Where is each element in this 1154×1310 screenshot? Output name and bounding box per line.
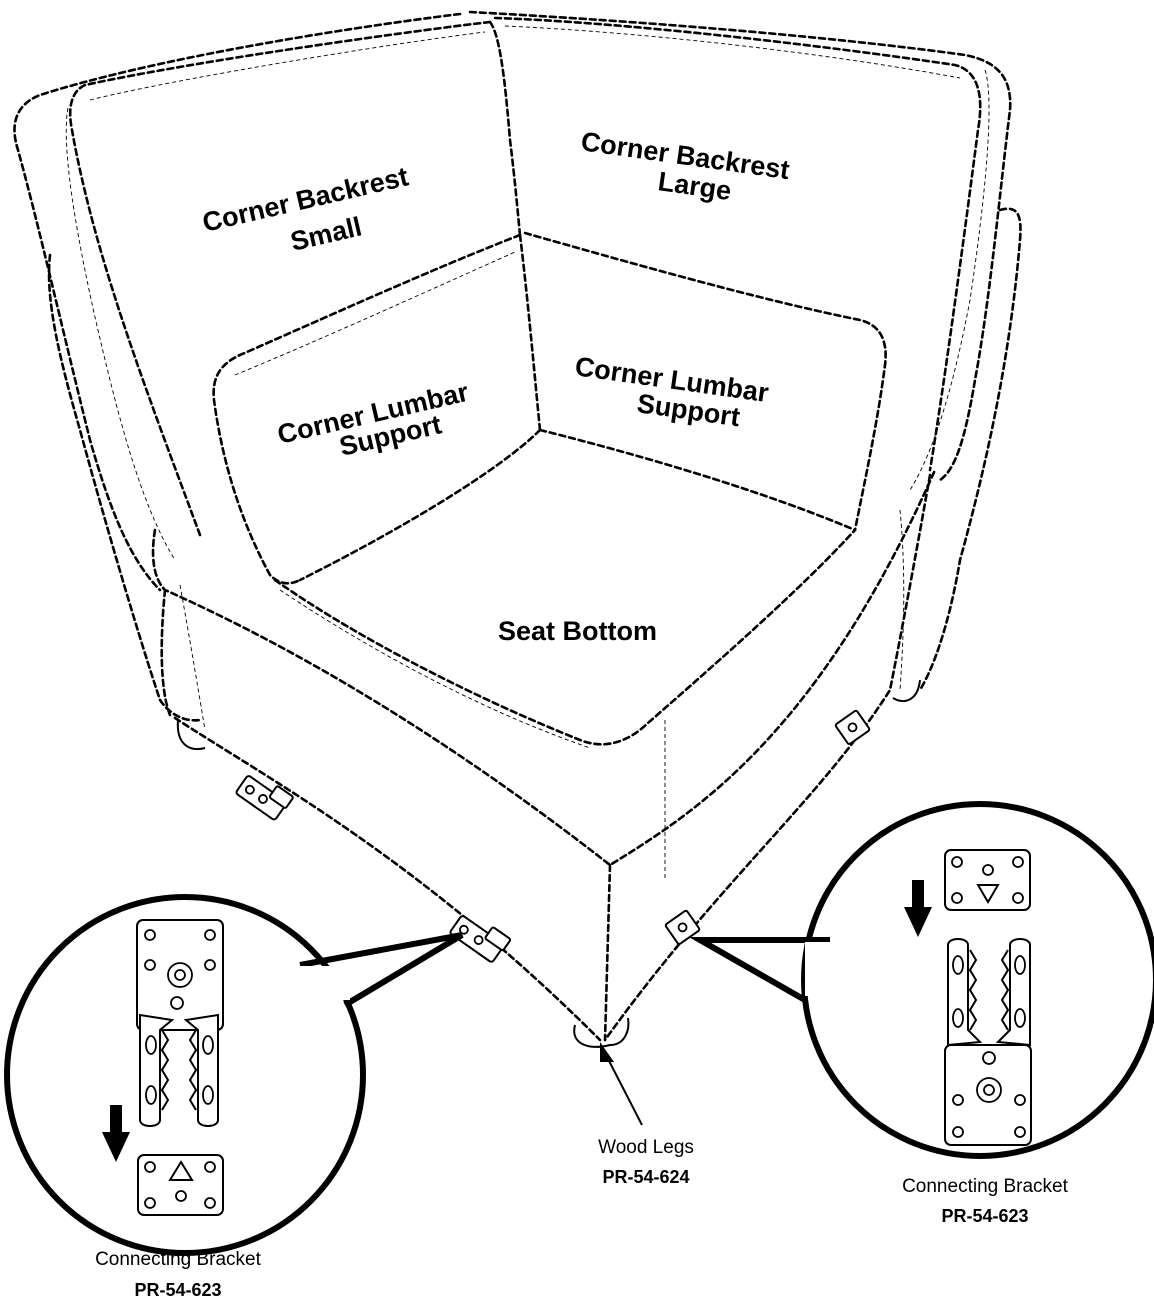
bracket-right-part-number: PR-54-623 xyxy=(941,1206,1028,1226)
bracket-right-caption: Connecting Bracket xyxy=(902,1176,1069,1197)
sofa-frame xyxy=(13,10,1022,1048)
frame-bracket-left-bottom xyxy=(449,915,512,963)
bracket-left-caption: Connecting Bracket xyxy=(95,1249,262,1270)
label-seat-bottom: Seat Bottom xyxy=(498,616,657,646)
frame-bracket-left-top xyxy=(235,775,294,821)
legs-pointer-arrow xyxy=(600,1042,643,1126)
frame-bracket-right-top xyxy=(834,709,871,745)
bracket-left-part-number: PR-54-623 xyxy=(134,1280,221,1300)
legs-part-number: PR-54-624 xyxy=(602,1167,689,1187)
zoom-callout-left xyxy=(4,894,464,1256)
label-backrest-small-line2: Small xyxy=(288,211,365,256)
lumbar-outlines xyxy=(212,231,887,585)
zoom-callout-right xyxy=(688,801,1154,1159)
seat-outline xyxy=(273,528,857,749)
legs-caption: Wood Legs xyxy=(598,1137,694,1158)
backrest-outlines xyxy=(68,16,982,537)
